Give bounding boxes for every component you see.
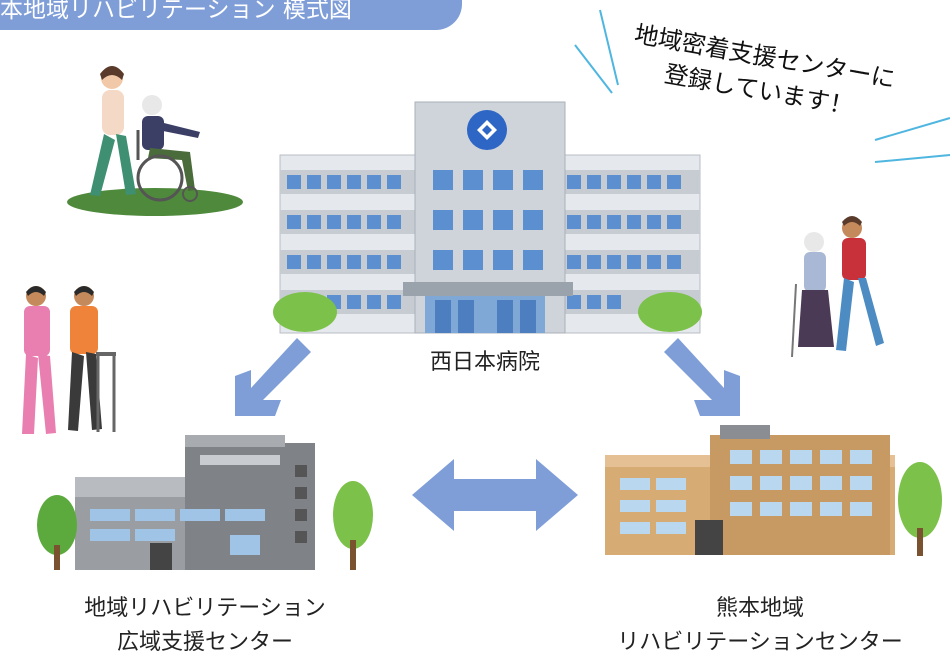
arrow-to-right-center [664, 338, 740, 416]
page-title: 本地域リハビリテーション 模式図 [0, 0, 352, 23]
regional-support-center-building [37, 435, 373, 570]
elderly-walking-caregiver-illustration [791, 216, 884, 358]
right-center-label-line-1: 熊本地域 [715, 596, 804, 621]
right-center-label-line-2: リハビリテーションセンター [617, 630, 903, 655]
bidirectional-arrow [412, 459, 578, 531]
walker-patient-caregiver-illustration [22, 286, 116, 434]
wheelchair-caregiver-illustration [67, 66, 243, 216]
left-center-label: 地域リハビリテーション 広域支援センター [40, 592, 370, 660]
title-banner: 本地域リハビリテーション 模式図 [0, 0, 462, 30]
emphasis-lines-right [874, 117, 950, 163]
hospital-building-illustration [273, 101, 702, 334]
hospital-label: 西日本病院 [429, 350, 540, 375]
left-center-label-line-2: 広域支援センター [116, 630, 293, 655]
emphasis-lines-left [574, 9, 619, 94]
left-center-label-line-1: 地域リハビリテーション [84, 596, 326, 621]
right-center-label: 熊本地域 リハビリテーションセンター [590, 592, 930, 660]
arrow-to-left-center [235, 338, 311, 416]
kumamoto-rehab-center-building [605, 425, 942, 556]
